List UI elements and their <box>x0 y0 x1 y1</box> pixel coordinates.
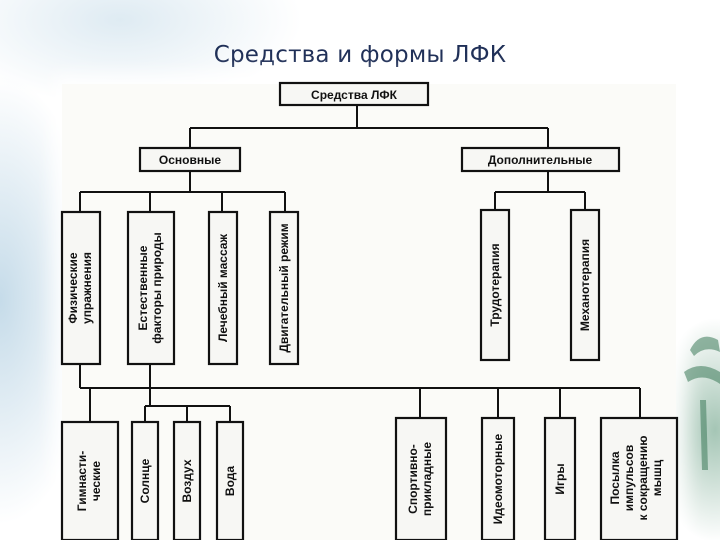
exercise-item-label: к сокращению <box>636 435 650 520</box>
main-item-massage: Лечебный массаж <box>207 210 239 366</box>
exercise-item-label: мышц <box>650 459 664 496</box>
main-node: Основные <box>138 146 242 173</box>
exercise-item-label: Игры <box>553 463 567 494</box>
root-node: Средства ЛФК <box>278 81 430 107</box>
exercise-item-label: Посылка <box>608 451 622 504</box>
exercise-item-label: Спортивно- <box>406 444 420 514</box>
exercise-item-games: Игры <box>543 416 577 540</box>
main-item-label: Естественные <box>136 245 150 330</box>
exercise-item-gymnastic: Гимнасти- ческие <box>60 420 120 540</box>
connectors <box>79 105 641 422</box>
nature-item-label: Воздух <box>180 459 194 502</box>
additional-item-label: Трудотерапия <box>488 243 502 326</box>
exercise-item-sport-applied: Спортивно- прикладные <box>394 416 448 540</box>
main-label: Основные <box>159 153 221 167</box>
main-item-label: упражнения <box>80 252 94 324</box>
main-item-label: Двигательный режим <box>277 223 291 352</box>
slide-title: Средства и формы ЛФК <box>213 42 507 68</box>
palm-decoration <box>684 336 720 470</box>
additional-item-mechanotherapy: Механотерапия <box>569 208 601 362</box>
additional-node: Дополнительные <box>460 146 621 173</box>
main-item-motor-regime: Двигательный режим <box>268 210 300 366</box>
exercise-item-label: Идеомоторные <box>491 433 505 524</box>
additional-item-label: Механотерапия <box>578 239 592 331</box>
additional-label: Дополнительные <box>488 153 593 167</box>
nature-item-label: Вода <box>223 466 237 496</box>
additional-item-labor-therapy: Трудотерапия <box>479 208 511 362</box>
nature-item-label: Солнце <box>138 458 152 503</box>
main-item-label: факторы природы <box>150 232 164 343</box>
exercise-item-label: прикладные <box>420 442 434 517</box>
root-label: Средства ЛФК <box>311 88 398 102</box>
main-item-label: Физические <box>66 252 80 324</box>
main-item-label: Лечебный массаж <box>216 234 230 342</box>
main-item-physical-exercises: Физические упражнения <box>60 210 102 366</box>
exercise-item-ideomotor: Идеомоторные <box>480 416 516 540</box>
nature-item-water: Вода <box>215 420 245 540</box>
nature-item-sun: Солнце <box>130 420 160 540</box>
exercise-item-impulses: Посылка импульсов к сокращению мышц <box>599 416 679 540</box>
exercise-item-label: Гимнасти- <box>75 451 89 512</box>
main-item-natural-factors: Естественные факторы природы <box>126 210 176 366</box>
exercise-item-label: импульсов <box>622 445 636 511</box>
nature-item-air: Воздух <box>172 420 202 540</box>
exercise-item-label: ческие <box>89 461 103 502</box>
